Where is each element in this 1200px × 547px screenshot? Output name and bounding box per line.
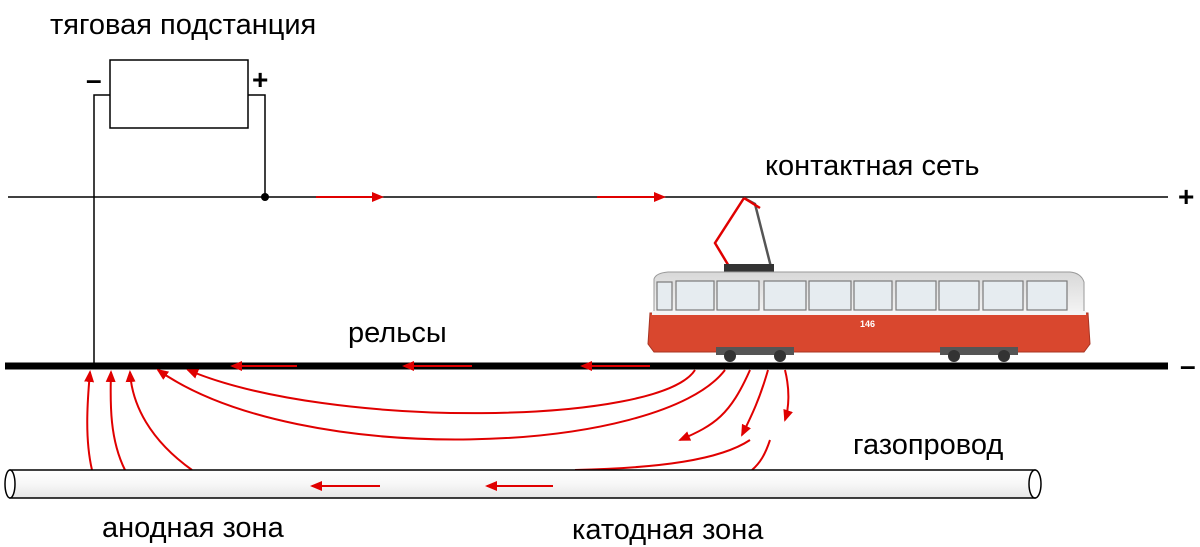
- overhead-line-label: контактная сеть: [765, 150, 980, 182]
- overhead-line-polarity-sign: +: [1178, 181, 1194, 212]
- substation-positive-lead: [248, 94, 266, 197]
- pipeline-body: [9, 469, 1036, 499]
- substation-negative-sign: –: [86, 64, 102, 95]
- substation-positive-sign: +: [252, 64, 268, 95]
- tram-bogie-rear: [940, 347, 1018, 362]
- cathode-zone-label: катодная зона: [572, 514, 764, 546]
- pipeline-end-left: [4, 469, 16, 499]
- stray-currents: [84, 368, 793, 471]
- stray-current-out-of-pipe: [84, 370, 95, 471]
- stray-current-into-pipe: [574, 439, 751, 471]
- tram-number: 146: [860, 319, 875, 329]
- rails: рельсы –: [5, 317, 1196, 381]
- stray-current-out-of-pipe: [125, 370, 193, 471]
- stray-current-arrow: [741, 369, 769, 437]
- rails-label: рельсы: [348, 317, 447, 349]
- tram-bogie-front: [716, 347, 794, 362]
- stray-current-arrow: [678, 369, 751, 441]
- pipeline-label: газопровод: [853, 429, 1003, 461]
- tram: 146: [647, 196, 1091, 362]
- substation-negative-lead: [93, 94, 110, 366]
- pipeline-end-right: [1028, 469, 1042, 499]
- stray-current-arrow: [156, 368, 726, 441]
- tram-stripe: [652, 311, 1086, 315]
- stray-current-arrow: [783, 369, 793, 422]
- traction-substation: тяговая подстанция – +: [50, 9, 316, 366]
- gas-pipeline: газопровод: [4, 429, 1042, 499]
- tram-windows: [656, 280, 1068, 311]
- stray-current-arrow: [186, 369, 696, 415]
- substation-box: [109, 59, 249, 129]
- anode-zone-label: анодная зона: [102, 512, 285, 544]
- rails-polarity-sign: –: [1180, 350, 1196, 381]
- stray-current-out-of-pipe: [105, 370, 126, 471]
- stray-current-into-pipe: [751, 439, 771, 471]
- overhead-line: контактная сеть +: [8, 150, 1194, 212]
- tram-pantograph: [713, 196, 774, 272]
- substation-label: тяговая подстанция: [50, 9, 316, 41]
- tram-body-red: [647, 312, 1091, 353]
